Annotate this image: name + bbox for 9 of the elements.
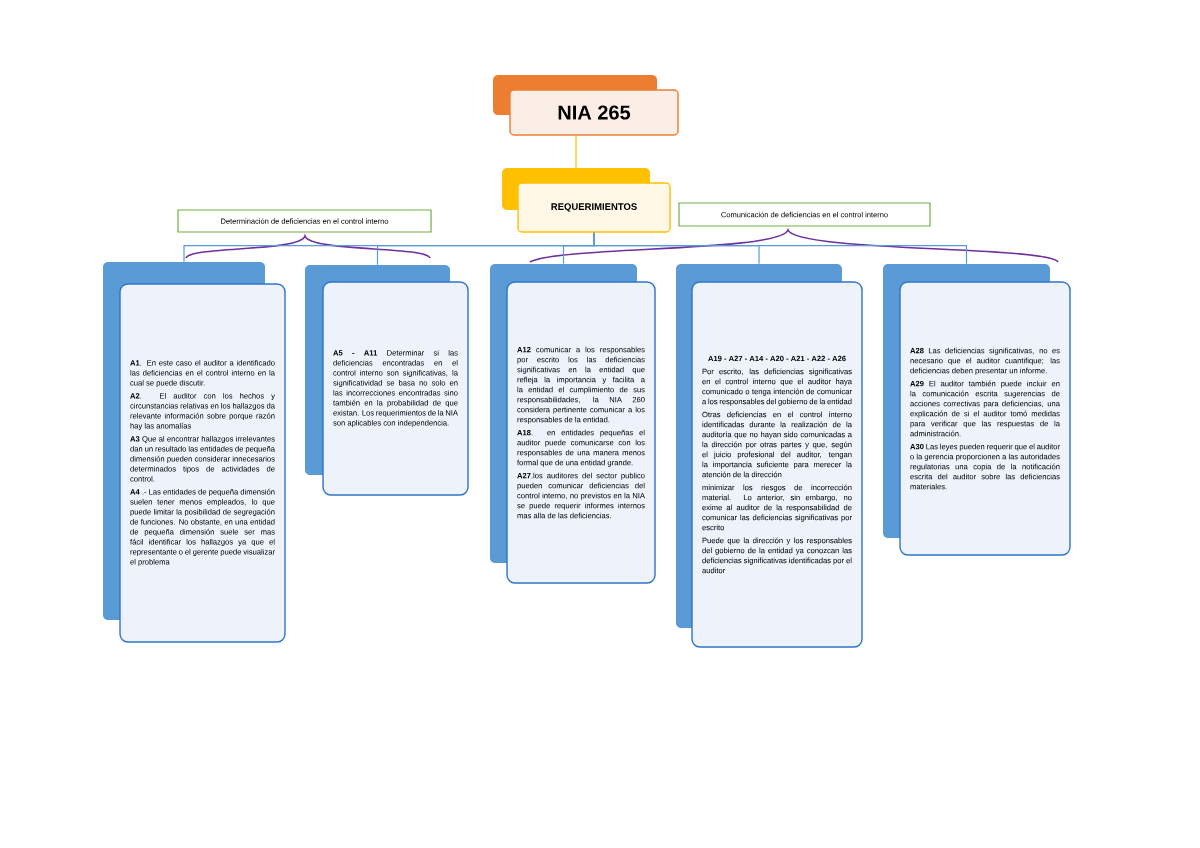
text-card xyxy=(103,262,286,643)
text-card xyxy=(676,264,863,648)
connector-line xyxy=(593,232,968,265)
title-box: REQUERIMIENTOS xyxy=(502,168,671,233)
text-card xyxy=(490,264,656,584)
text-card xyxy=(305,265,469,496)
connector-line xyxy=(575,135,577,169)
title-box: NIA 265 xyxy=(493,75,679,136)
text-card xyxy=(883,264,1071,556)
